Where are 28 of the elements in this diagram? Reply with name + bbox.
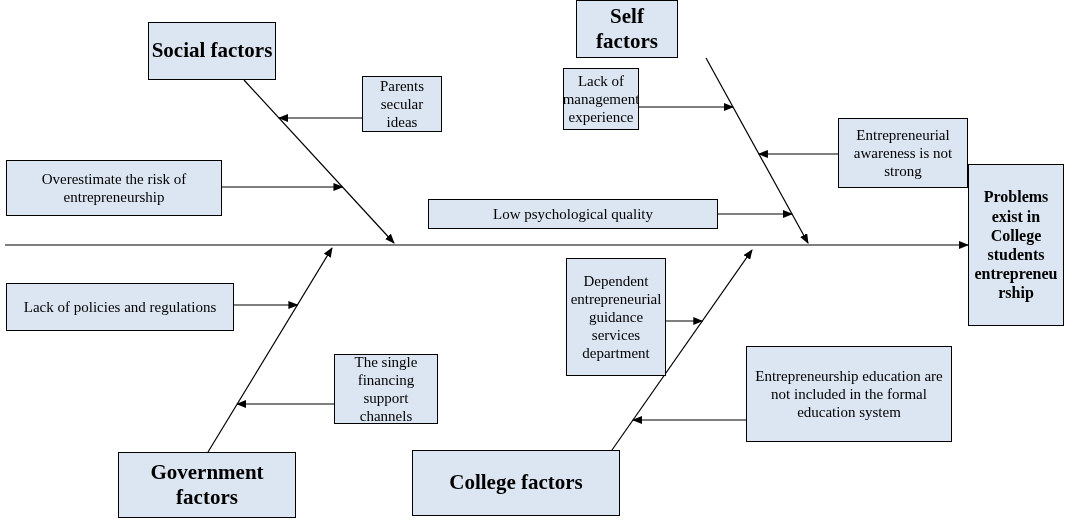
cause-box: Lack of management experience <box>563 68 639 130</box>
arrow <box>277 114 363 122</box>
cause-box: Entrepreneurship education are not included in the formal education system <box>746 346 952 442</box>
bone-arrow <box>611 249 753 451</box>
cause-box: Parents secular ideas <box>362 76 442 132</box>
bone-arrow <box>207 247 333 453</box>
cause-box: Lack of policies and regulations <box>6 283 234 331</box>
cause-box: Entrepreneurial awareness is not strong <box>838 118 968 188</box>
category-box: Government factors <box>118 452 296 518</box>
cause-box: Overestimate the risk of entrepreneurship <box>6 160 222 216</box>
cause-box: Dependent entrepreneurial guidance services department <box>566 258 666 376</box>
category-box: College factors <box>412 450 620 516</box>
arrow <box>717 210 793 218</box>
cause-box: Low psychological quality <box>428 199 718 229</box>
arrow <box>638 103 734 111</box>
bone-arrow <box>243 79 395 244</box>
spine-arrow <box>4 241 969 249</box>
bone-arrow <box>705 57 809 244</box>
cause-box: The single financing support channels <box>334 354 438 424</box>
arrow <box>665 317 704 325</box>
arrow <box>632 416 747 424</box>
effect-box: Problems exist in College students entrepreneurship <box>968 164 1064 326</box>
category-box: Self factors <box>576 0 678 58</box>
arrow <box>233 301 299 309</box>
category-box: Social factors <box>148 22 276 80</box>
arrow <box>221 183 344 191</box>
arrow <box>236 400 335 408</box>
arrow <box>757 150 839 158</box>
